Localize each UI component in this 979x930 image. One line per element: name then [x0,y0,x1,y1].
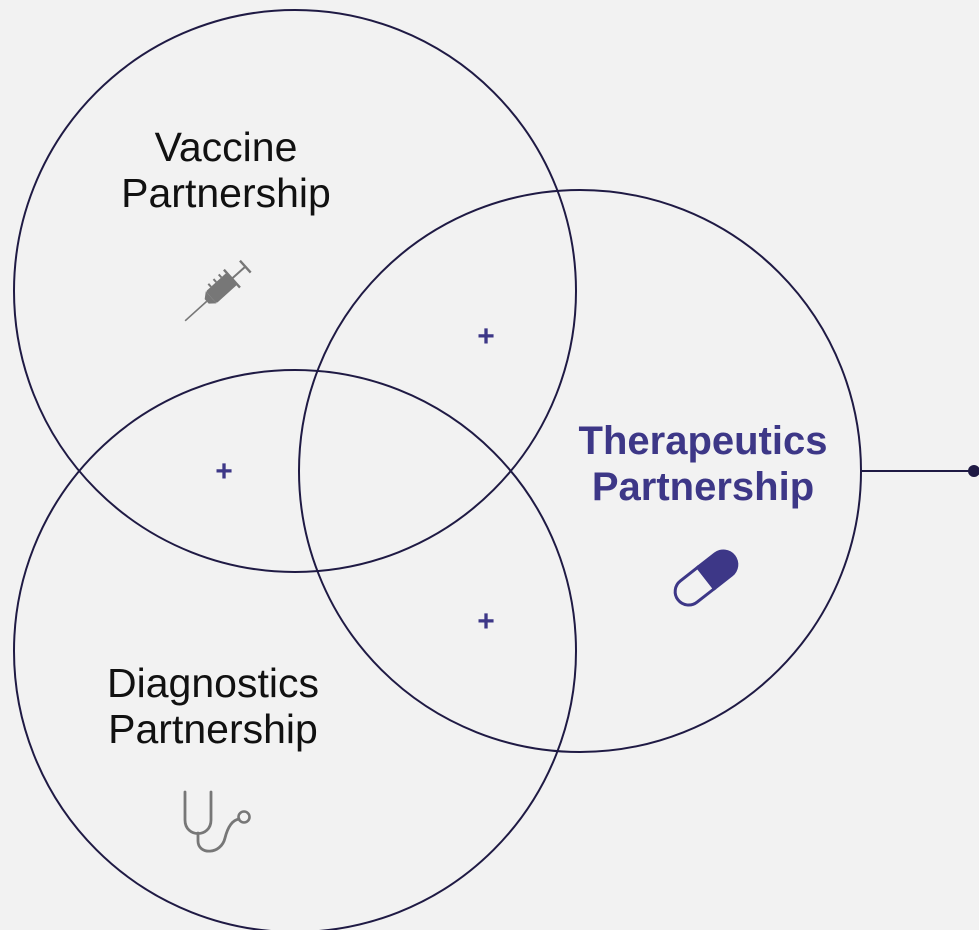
vaccine-label-line-1: Vaccine [154,124,298,170]
diagnostics-label-line-1: Diagnostics [107,660,319,706]
pill-capsule-icon [673,549,739,607]
plus-marker-vaccine-therapeutics: + [477,320,495,353]
plus-marker-therapeutics-diagnostics: + [477,605,495,638]
syringe-icon [184,259,252,322]
diagnostics-label-line-2: Partnership [108,706,318,752]
diagnostics-circle[interactable] [13,369,577,930]
plus-marker-vaccine-diagnostics: + [215,455,233,488]
stethoscope-icon [183,790,251,853]
vaccine-circle[interactable] [13,9,577,573]
vaccine-label-line-2: Partnership [121,170,331,216]
connector-dot[interactable] [968,465,979,477]
therapeutics-label-line-2: Partnership [591,465,815,509]
diagnostics-label: Diagnostics Partnership [63,660,363,752]
therapeutics-label: Therapeutics Partnership [548,418,858,510]
vaccine-label: Vaccine Partnership [76,124,376,216]
therapeutics-label-line-1: Therapeutics [578,419,828,463]
